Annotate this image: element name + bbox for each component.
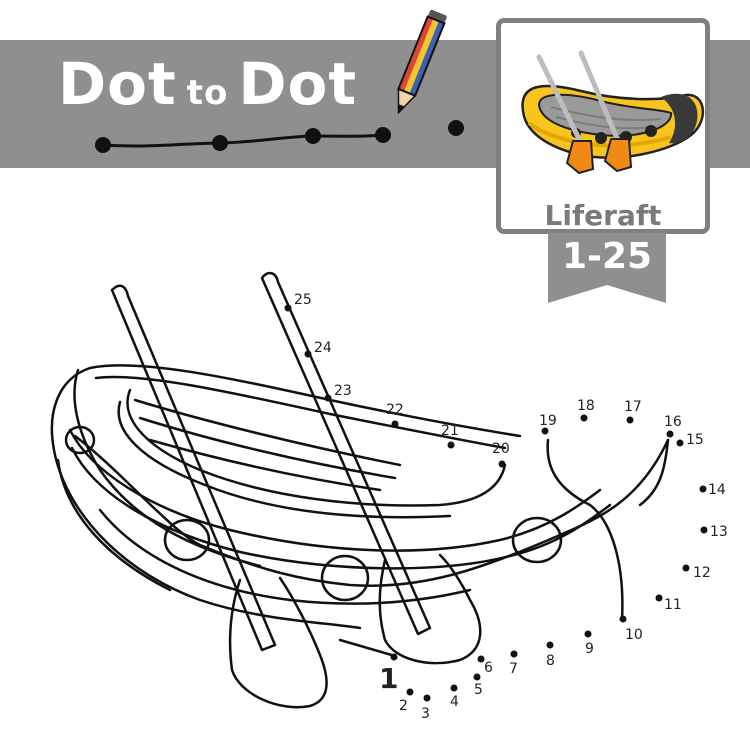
dot-13 bbox=[700, 526, 708, 534]
title-word-1: Dot bbox=[58, 50, 177, 118]
dot-label-8: 8 bbox=[546, 653, 555, 669]
title-connector: to bbox=[186, 73, 229, 113]
dot-6 bbox=[477, 655, 485, 663]
dot-label-21: 21 bbox=[441, 423, 459, 439]
range-label: 1-25 bbox=[561, 236, 653, 277]
dot-label-13: 13 bbox=[710, 524, 728, 540]
pencil-icon bbox=[397, 9, 447, 115]
dot-label-17: 17 bbox=[624, 399, 642, 415]
dot-16 bbox=[666, 430, 674, 438]
dot-2 bbox=[406, 688, 414, 696]
dot-7 bbox=[510, 650, 518, 658]
dot-23 bbox=[324, 394, 332, 402]
dot-label-10: 10 bbox=[625, 627, 643, 643]
dot-label-20: 20 bbox=[492, 441, 510, 457]
dot-19 bbox=[541, 427, 549, 435]
dot-11 bbox=[655, 594, 663, 602]
dot-14 bbox=[699, 485, 707, 493]
dot-label-9: 9 bbox=[585, 641, 594, 657]
dot-label-25: 25 bbox=[294, 292, 312, 308]
dot-label-24: 24 bbox=[314, 340, 332, 356]
dot-label-18: 18 bbox=[577, 398, 595, 414]
dot-10 bbox=[619, 615, 627, 623]
dot-label-2: 2 bbox=[399, 698, 408, 714]
dot-label-5: 5 bbox=[474, 682, 483, 698]
dot-17 bbox=[626, 416, 634, 424]
liferaft-icon bbox=[521, 50, 705, 175]
dot-21 bbox=[447, 441, 455, 449]
title-word-2: Dot bbox=[238, 50, 358, 118]
dot-22 bbox=[391, 420, 399, 428]
dot-label-11: 11 bbox=[664, 597, 682, 613]
dot-label-12: 12 bbox=[693, 565, 711, 581]
preview-card: Liferaft bbox=[496, 18, 710, 234]
dot-label-16: 16 bbox=[664, 414, 682, 430]
dot-1 bbox=[390, 653, 398, 661]
dot-24 bbox=[304, 350, 312, 358]
dot-label-23: 23 bbox=[334, 383, 352, 399]
dot-label-6: 6 bbox=[484, 660, 493, 676]
dot-label-1: 1 bbox=[379, 662, 398, 695]
dot-20 bbox=[498, 460, 506, 468]
range-tab bbox=[548, 233, 666, 303]
dot-label-19: 19 bbox=[539, 413, 557, 429]
dot-label-22: 22 bbox=[386, 402, 404, 418]
card-label: Liferaft bbox=[544, 199, 662, 232]
dot-12 bbox=[682, 564, 690, 572]
dot-label-15: 15 bbox=[686, 432, 704, 448]
dot-label-14: 14 bbox=[708, 482, 726, 498]
dot-label-7: 7 bbox=[509, 661, 518, 677]
dot-4 bbox=[450, 684, 458, 692]
dot-9 bbox=[584, 630, 592, 638]
dot-label-3: 3 bbox=[421, 706, 430, 722]
dot-18 bbox=[580, 414, 588, 422]
dot-15 bbox=[676, 439, 684, 447]
dot-5 bbox=[473, 673, 481, 681]
dot-label-4: 4 bbox=[450, 694, 459, 710]
dot-8 bbox=[546, 641, 554, 649]
dot-25 bbox=[284, 304, 292, 312]
dot-3 bbox=[423, 694, 431, 702]
